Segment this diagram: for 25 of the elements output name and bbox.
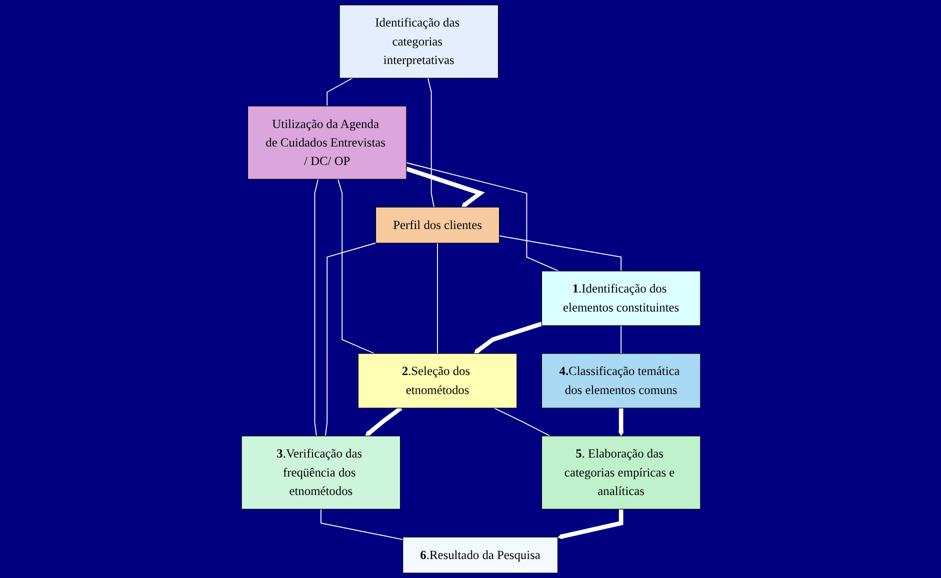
connector <box>426 78 434 208</box>
node-box: Identificação das categorias interpretativas <box>338 4 498 78</box>
connector <box>493 408 550 436</box>
connector <box>314 178 318 436</box>
arrow <box>405 166 484 208</box>
arrow <box>473 322 542 354</box>
connector <box>436 242 438 354</box>
connector <box>406 162 559 272</box>
connector <box>498 235 622 272</box>
connector <box>320 508 403 540</box>
arrow <box>364 406 402 436</box>
node-box: Perfil dos clientes <box>374 206 500 244</box>
node-box: 1.Identificação dos elementos constituintes <box>540 270 700 326</box>
node-box: Utilização da Agenda de Cuidados Entrevistas / DC/ OP <box>246 106 406 180</box>
connector <box>326 78 352 107</box>
connector <box>324 242 376 436</box>
arrow <box>557 509 623 540</box>
connector <box>337 178 374 354</box>
node-box: 2.Seleção dos etnométodos <box>357 353 517 408</box>
node-box: 4.Classificação temática dos elementos comuns <box>540 353 700 408</box>
node-box: 5. Elaboração das categorias empíricas e analíticas <box>540 436 700 510</box>
arrow <box>618 408 624 436</box>
connector <box>620 325 622 354</box>
node-box: 6.Resultado da Pesquisa <box>402 536 558 574</box>
node-box: 3.Verificação das freqüência dos etnométodos <box>240 436 400 510</box>
